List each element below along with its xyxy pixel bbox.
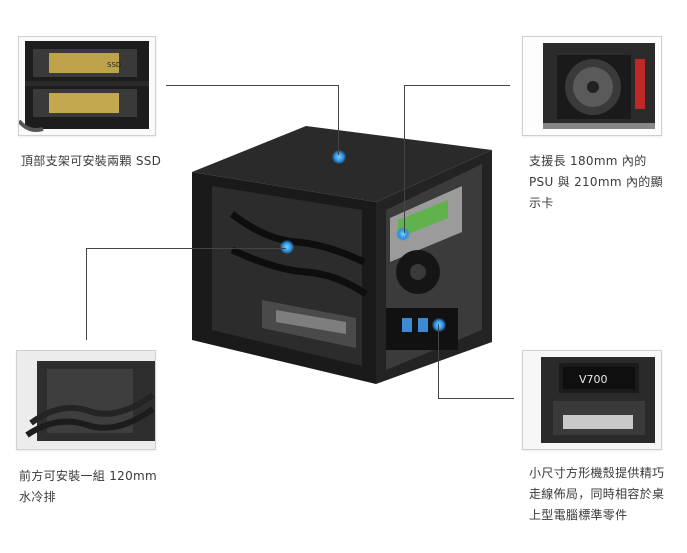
caption-line: 水冷排 [19,490,56,504]
caption-line: 支援長 180mm 內的 [529,154,647,168]
connector-front-v [86,248,87,340]
psu-thumbnail [522,36,662,136]
caption-psu-gpu: 支援長 180mm 內的 PSU 與 210mm 內的顯 示卡 [529,151,679,214]
ssd-label: SSD [107,61,121,69]
ssd-bracket-thumbnail: SSD [18,36,156,136]
psu-highlight-dot [396,227,410,241]
caption-line: 示卡 [529,196,554,210]
caption-line: 頂部支架可安裝兩顆 SSD [21,154,162,168]
io-highlight-dot [432,318,446,332]
caption-front-radiator: 前方可安裝一組 120mm 水冷排 [19,466,189,508]
connector-layout-h [438,398,514,399]
top-highlight-dot [332,150,346,164]
caption-line: 小尺寸方形機殼提供精巧 [529,466,665,480]
caption-line: PSU 與 210mm 內的顯 [529,175,663,189]
connector-front-h [86,248,286,249]
radiator-highlight-dot [280,240,294,254]
connector-top-v [338,85,339,155]
caption-line: 前方可安裝一組 120mm [19,469,157,483]
ssd-bracket-illustration: SSD [19,41,149,132]
connector-psu-v [404,85,405,233]
connector-layout-v [438,324,439,398]
radiator-illustration [17,351,155,449]
connector-top-h [166,85,338,86]
radiator-thumbnail [16,350,156,450]
caption-line: 走線佈局，同時相容於桌 [529,487,665,501]
psu-illustration [543,43,655,129]
connector-psu-h [404,85,510,86]
case-illustration [192,126,492,384]
internal-layout-thumbnail: V700 [522,350,662,450]
internal-layout-illustration: V700 [541,357,655,443]
caption-compact-layout: 小尺寸方形機殼提供精巧 走線佈局，同時相容於桌 上型電腦標準零件 [529,463,685,526]
caption-line: 上型電腦標準零件 [529,508,628,522]
caption-top-ssd: 頂部支架可安裝兩顆 SSD [21,151,191,172]
psu-model-label: V700 [579,373,608,386]
